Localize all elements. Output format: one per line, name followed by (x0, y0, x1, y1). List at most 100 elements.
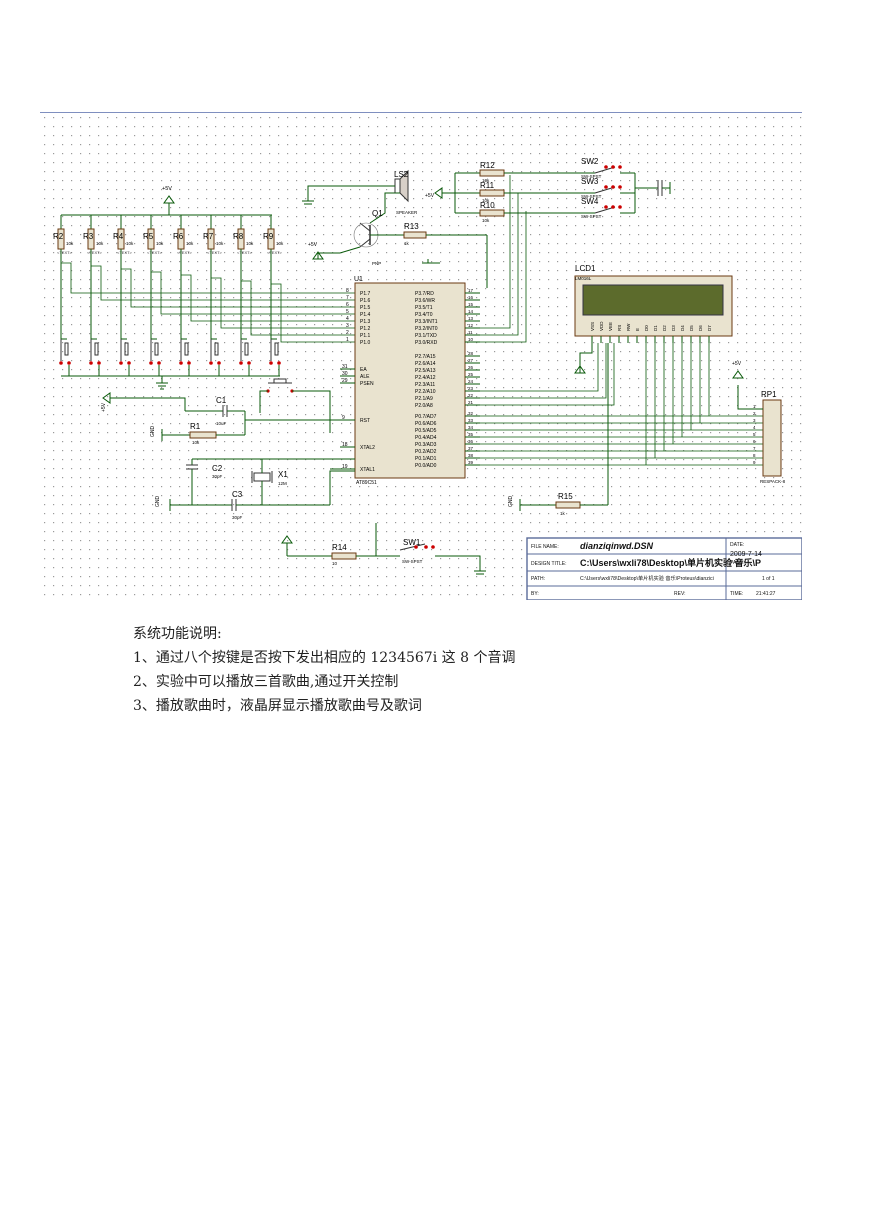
pin-number: 32 (468, 411, 474, 416)
mcu-model: AT89C51 (356, 480, 377, 486)
resistor-value: 10k (482, 218, 490, 223)
wire (181, 274, 355, 322)
pin-name: P3.1/TXD (415, 333, 437, 339)
pin-number: 22 (468, 393, 474, 398)
pin-name: P1.4 (360, 312, 371, 318)
pin-name: P3.2/INT0 (415, 326, 438, 332)
switch-contact (604, 165, 608, 169)
pin-name: P0.0/AD0 (415, 463, 437, 469)
resistor-r10 (479, 209, 505, 217)
description-line-3: 3、播放歌曲时，液晶屏显示播放歌曲号及歌词 (133, 698, 422, 714)
vcc-label: +5V (308, 242, 318, 248)
ground-symbol-buttons (156, 382, 168, 390)
pin-number: 12 (468, 323, 474, 328)
keypad-button (94, 342, 99, 356)
vcc-label: +5V (425, 193, 435, 199)
pin-number: 26 (468, 365, 474, 370)
pin-name: P3.6/WR (415, 298, 435, 304)
r1-value: 10k (192, 440, 200, 445)
wire (91, 265, 355, 301)
gnd-label: GND (150, 426, 156, 438)
pin-name: P1.2 (360, 326, 371, 332)
pin-name: P0.1/AD1 (415, 456, 437, 462)
pin-name: P1.6 (360, 298, 371, 304)
pin-number: 14 (468, 309, 474, 314)
resistor-r1: R1 10k (162, 422, 245, 445)
wire (480, 343, 615, 406)
pin-number: 4 (346, 316, 349, 322)
pin-name: P0.2/AD2 (415, 449, 437, 455)
pin-name: P0.6/AD6 (415, 421, 437, 427)
lcd-model: LM016L (575, 276, 592, 281)
switch-type: SW-SPST (581, 214, 602, 219)
keypad-button (184, 342, 189, 356)
button-contact (67, 361, 71, 365)
pin-name: P1.5 (360, 305, 371, 311)
lcd-pin-name: VDD (599, 321, 604, 331)
button-contact (89, 361, 93, 365)
speaker-ref: LS2 (394, 170, 409, 179)
respack-pin-number: 1 (753, 404, 756, 409)
pin-name: P2.5/A13 (415, 368, 436, 374)
text-placeholder: <TEXT> (87, 250, 103, 255)
pin-number: 1 (346, 337, 349, 343)
title-block: FILE NAME: dianziqinwd.DSN DESIGN TITLE:… (526, 537, 802, 600)
sw1-ref: SW1 (403, 538, 421, 547)
lcd-pin-name: VSS (590, 322, 595, 331)
button-contact (59, 361, 63, 365)
ground-symbol-r15: GND (508, 496, 521, 511)
circuit-schematic: R210k<TEXT>R310k<TEXT>R410k<TEXT>R510k<T… (40, 112, 802, 600)
pullup-resistor-bank: R210k<TEXT>R310k<TEXT>R410k<TEXT>R510k<T… (53, 215, 355, 343)
pin-number: 5 (346, 309, 349, 315)
lcd-module: LCD1 (574, 264, 733, 337)
pin-name: P2.7/A15 (415, 354, 436, 360)
ground-symbol-reset: GND (150, 426, 163, 441)
pin-name: XTAL2 (360, 445, 375, 451)
ground-symbol-speaker (302, 200, 314, 205)
pin-name: P2.0/A8 (415, 403, 433, 409)
c2-ref: C2 (212, 464, 223, 473)
pin-name: P3.7/RD (415, 291, 434, 297)
pin-name: P1.1 (360, 333, 371, 339)
respack-pin-number: 5 (753, 432, 756, 437)
file-name: dianziqinwd.DSN (580, 541, 653, 551)
switch-contact (611, 165, 615, 169)
wire (61, 262, 355, 294)
pin-name: P2.2/A10 (415, 389, 436, 395)
c1-value: 10uF (216, 421, 227, 426)
switch-contact (604, 185, 608, 189)
resistor-r12 (479, 169, 505, 177)
pin-number: 36 (468, 439, 474, 444)
resistor-ref: R9 (263, 232, 274, 241)
pin-name: P3.3/INT1 (415, 319, 438, 325)
reset-button (266, 378, 294, 393)
pin-number: 17 (468, 288, 474, 293)
resistor-ref: R8 (233, 232, 244, 241)
respack-pin-number: 6 (753, 439, 756, 444)
vcc-label: +5V (162, 186, 172, 192)
pin-number: 33 (468, 418, 474, 423)
c3-value: 30pF (232, 515, 243, 520)
pin-number: 9 (342, 415, 345, 421)
pin-number: 34 (468, 425, 474, 430)
pin-number: 25 (468, 372, 474, 377)
button-contact (127, 361, 131, 365)
date-label: DATE: (730, 542, 744, 548)
lcd-pin-name: D4 (680, 325, 685, 331)
pin-number: 8 (346, 288, 349, 294)
pin-number: 31 (342, 364, 348, 370)
button-contact (187, 361, 191, 365)
pin-number: 30 (342, 371, 348, 377)
pin-number: 21 (468, 400, 474, 405)
lcd-pin-name: RW (626, 323, 631, 331)
r14-value: 10 (332, 561, 338, 566)
respack-pin-number: 7 (753, 446, 756, 451)
page-value: 1 of 1 (762, 576, 775, 582)
text-placeholder: <TEXT> (207, 250, 223, 255)
pin-number: 2 (346, 330, 349, 336)
vcc-symbol-left: +5V (162, 186, 175, 215)
button-contact (277, 361, 281, 365)
date-value: 2009-7-14 (730, 551, 762, 558)
